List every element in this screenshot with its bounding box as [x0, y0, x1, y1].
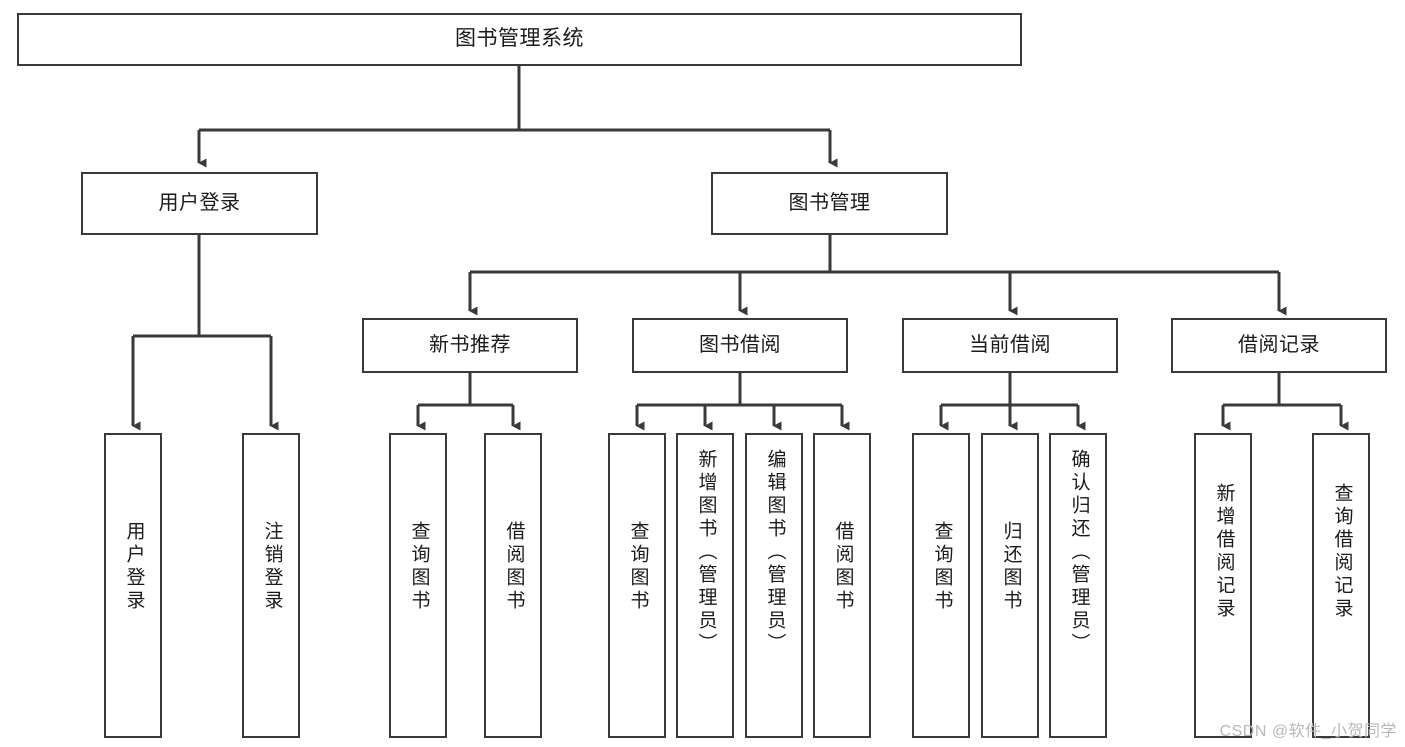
node-label: 查询图书 [931, 521, 953, 613]
node-book-management[interactable]: 图书管理 [711, 172, 948, 235]
node-label: 查询借阅记录 [1331, 483, 1353, 621]
node-label: 用户登录 [158, 192, 241, 214]
node-leaf-query-borrow-record[interactable]: 查询借阅记录 [1312, 433, 1370, 738]
node-label: 当前借阅 [969, 334, 1051, 356]
node-leaf-query-book-2[interactable]: 查询图书 [608, 433, 666, 738]
node-label: 查询图书 [408, 521, 430, 613]
node-leaf-query-book-3[interactable]: 查询图书 [912, 433, 970, 738]
node-label: 图书管理 [788, 192, 871, 214]
node-label: 新增借阅记录 [1213, 483, 1235, 621]
node-leaf-return-book[interactable]: 归还图书 [981, 433, 1039, 738]
node-leaf-logout[interactable]: 注销登录 [242, 433, 300, 738]
node-leaf-confirm-return-admin[interactable]: 确认归还（管理员） [1049, 433, 1107, 738]
node-borrow-record[interactable]: 借阅记录 [1171, 318, 1387, 373]
node-label: 借阅记录 [1238, 334, 1320, 356]
node-label: 查询图书 [627, 521, 649, 613]
node-leaf-borrow-book-2[interactable]: 借阅图书 [813, 433, 871, 738]
node-label: 用户登录 [123, 521, 145, 613]
node-label: 图书借阅 [699, 334, 781, 356]
node-leaf-add-borrow-record[interactable]: 新增借阅记录 [1194, 433, 1252, 738]
node-label: 注销登录 [261, 521, 283, 613]
node-label: 图书管理系统 [455, 27, 584, 51]
node-label: 借阅图书 [832, 521, 854, 613]
node-leaf-query-book-1[interactable]: 查询图书 [389, 433, 447, 738]
node-label: 新书推荐 [429, 334, 511, 356]
node-leaf-user-login[interactable]: 用户登录 [104, 433, 162, 738]
node-user-login[interactable]: 用户登录 [81, 172, 318, 235]
node-label: 确认归还（管理员） [1068, 449, 1090, 656]
node-label: 归还图书 [1000, 521, 1022, 613]
node-leaf-edit-book-admin[interactable]: 编辑图书（管理员） [745, 433, 803, 738]
node-root-book-management-system[interactable]: 图书管理系统 [17, 13, 1022, 66]
node-new-book-recommend[interactable]: 新书推荐 [362, 318, 578, 373]
node-label: 新增图书（管理员） [695, 449, 717, 656]
node-leaf-add-book-admin[interactable]: 新增图书（管理员） [676, 433, 734, 738]
node-label: 借阅图书 [503, 521, 525, 613]
node-current-borrow[interactable]: 当前借阅 [902, 318, 1118, 373]
node-label: 编辑图书（管理员） [764, 449, 786, 656]
node-leaf-borrow-book-1[interactable]: 借阅图书 [484, 433, 542, 738]
node-book-borrow[interactable]: 图书借阅 [632, 318, 848, 373]
